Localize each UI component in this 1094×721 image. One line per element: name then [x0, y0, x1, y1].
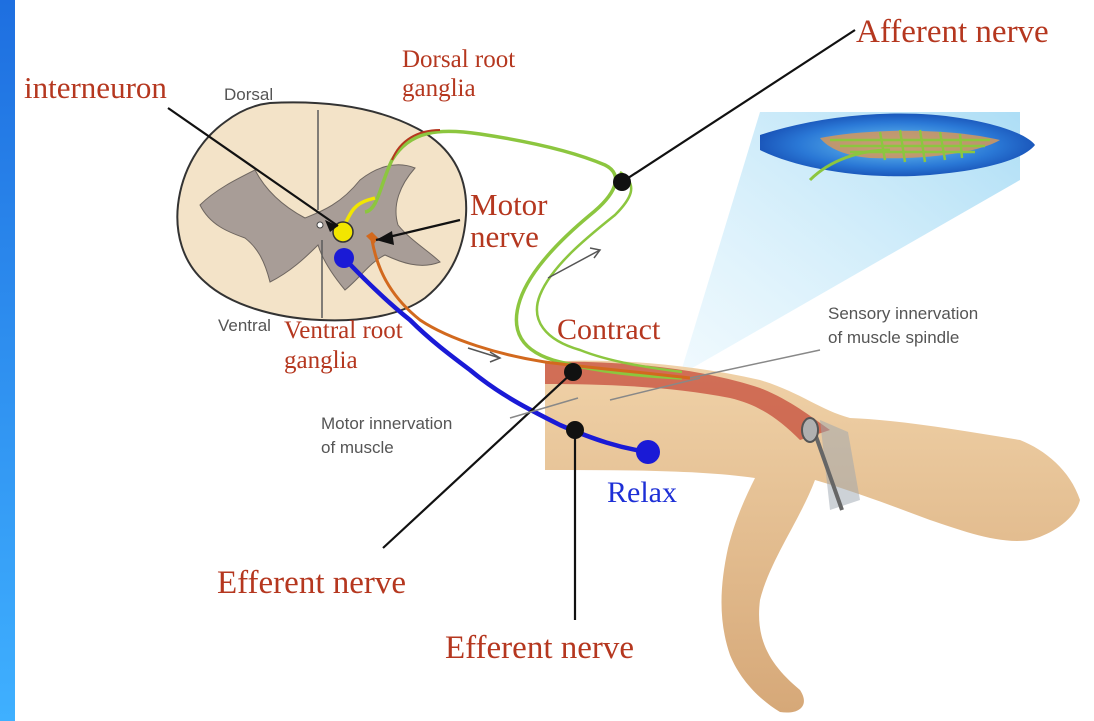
- inhibitory-neuron-node: [334, 248, 354, 268]
- interneuron-label: interneuron: [24, 70, 167, 105]
- dorsal-root-ganglia-label-2: ganglia: [402, 75, 476, 102]
- motor-innervation-label-1: Motor innervation: [321, 414, 452, 433]
- sensory-innervation-label-2: of muscle spindle: [828, 328, 959, 347]
- ventral-root-ganglia-label-1: Ventral root: [284, 317, 403, 344]
- sensory-innervation-label-1: Sensory innervation: [828, 304, 978, 323]
- efferent-nerve-label-left: Efferent nerve: [217, 565, 406, 601]
- contract-marker-dot: [564, 363, 582, 381]
- dorsal-root-ganglia-label-1: Dorsal root: [402, 46, 515, 73]
- afferent-marker-dot: [613, 173, 631, 191]
- motor-nerve-label-2: nerve: [470, 219, 539, 254]
- dorsal-label: Dorsal: [224, 85, 273, 104]
- efferent-nerve-label-bottom: Efferent nerve: [445, 630, 634, 666]
- left-frame-strip: [0, 0, 15, 721]
- contract-label: Contract: [557, 313, 661, 346]
- ventral-root-ganglia-label-2: ganglia: [284, 347, 358, 374]
- relax-label: Relax: [607, 476, 677, 509]
- relax-muscle-node: [636, 440, 660, 464]
- relax-marker-dot: [566, 421, 584, 439]
- afferent-nerve-label: Afferent nerve: [856, 14, 1049, 50]
- motor-nerve-label-1: Motor: [470, 187, 548, 222]
- motor-innervation-label-2: of muscle: [321, 438, 394, 457]
- ventral-label: Ventral: [218, 316, 271, 335]
